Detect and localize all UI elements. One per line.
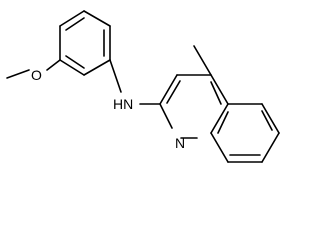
bond (261, 103, 280, 134)
pyridine-ring: N (159, 74, 229, 151)
double-bond (65, 17, 85, 31)
bond (83, 10, 111, 27)
double-bond (261, 110, 273, 131)
bond (210, 103, 229, 134)
bond (59, 10, 85, 27)
bond (109, 59, 122, 93)
bond (193, 45, 212, 76)
bond (159, 74, 178, 105)
amine-label: HN (113, 96, 133, 112)
ring-nitrogen-label: N (175, 135, 185, 151)
benzo-ring (210, 103, 280, 163)
bond (210, 74, 229, 105)
double-bond (65, 55, 85, 69)
bond (210, 132, 229, 163)
bond (59, 59, 85, 76)
amine-linkage: HN (109, 59, 161, 112)
double-bond (166, 80, 181, 104)
methyl-group (193, 45, 212, 76)
bond (159, 103, 173, 129)
oxygen-label: O (31, 67, 42, 83)
bond (261, 132, 280, 163)
double-bond (217, 111, 229, 134)
methoxyphenyl-ring (59, 10, 111, 76)
methoxy-group: O (6, 59, 61, 83)
molecule-structure: O HN N (6, 10, 280, 163)
bond (6, 69, 30, 79)
double-bond (210, 81, 222, 105)
bond (46, 59, 61, 71)
bond (83, 59, 111, 76)
